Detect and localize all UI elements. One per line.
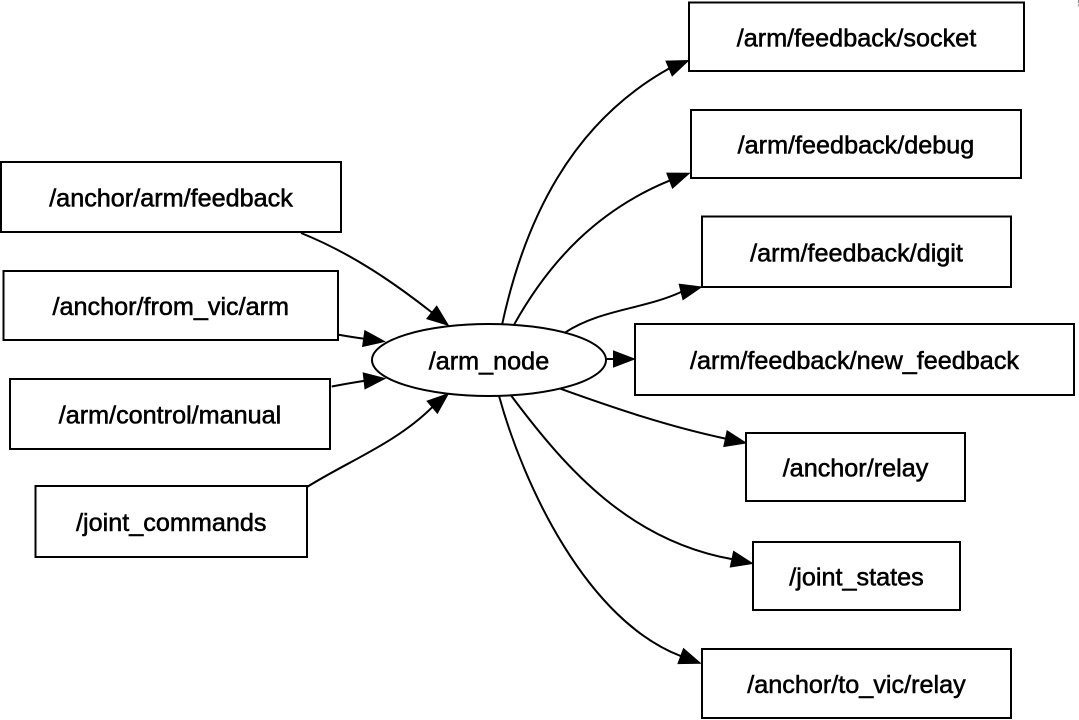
svg-text:/arm/feedback/new_feedback: /arm/feedback/new_feedback xyxy=(690,347,1019,375)
svg-text:/arm/control/manual: /arm/control/manual xyxy=(59,402,282,430)
svg-text:/joint_states: /joint_states xyxy=(789,564,923,592)
svg-text:/anchor/from_vic/arm: /anchor/from_vic/arm xyxy=(52,293,289,321)
svg-text:/anchor/relay: /anchor/relay xyxy=(783,455,929,483)
svg-text:/arm/feedback/socket: /arm/feedback/socket xyxy=(737,24,976,52)
svg-text:/arm/feedback/debug: /arm/feedback/debug xyxy=(738,132,975,160)
svg-text:/anchor/arm/feedback: /anchor/arm/feedback xyxy=(49,185,293,213)
svg-text:/arm_node: /arm_node xyxy=(429,348,549,376)
svg-text:/joint_commands: /joint_commands xyxy=(76,509,266,537)
svg-text:/anchor/to_vic/relay: /anchor/to_vic/relay xyxy=(747,671,966,699)
svg-text:/arm/feedback/digit: /arm/feedback/digit xyxy=(750,239,963,267)
